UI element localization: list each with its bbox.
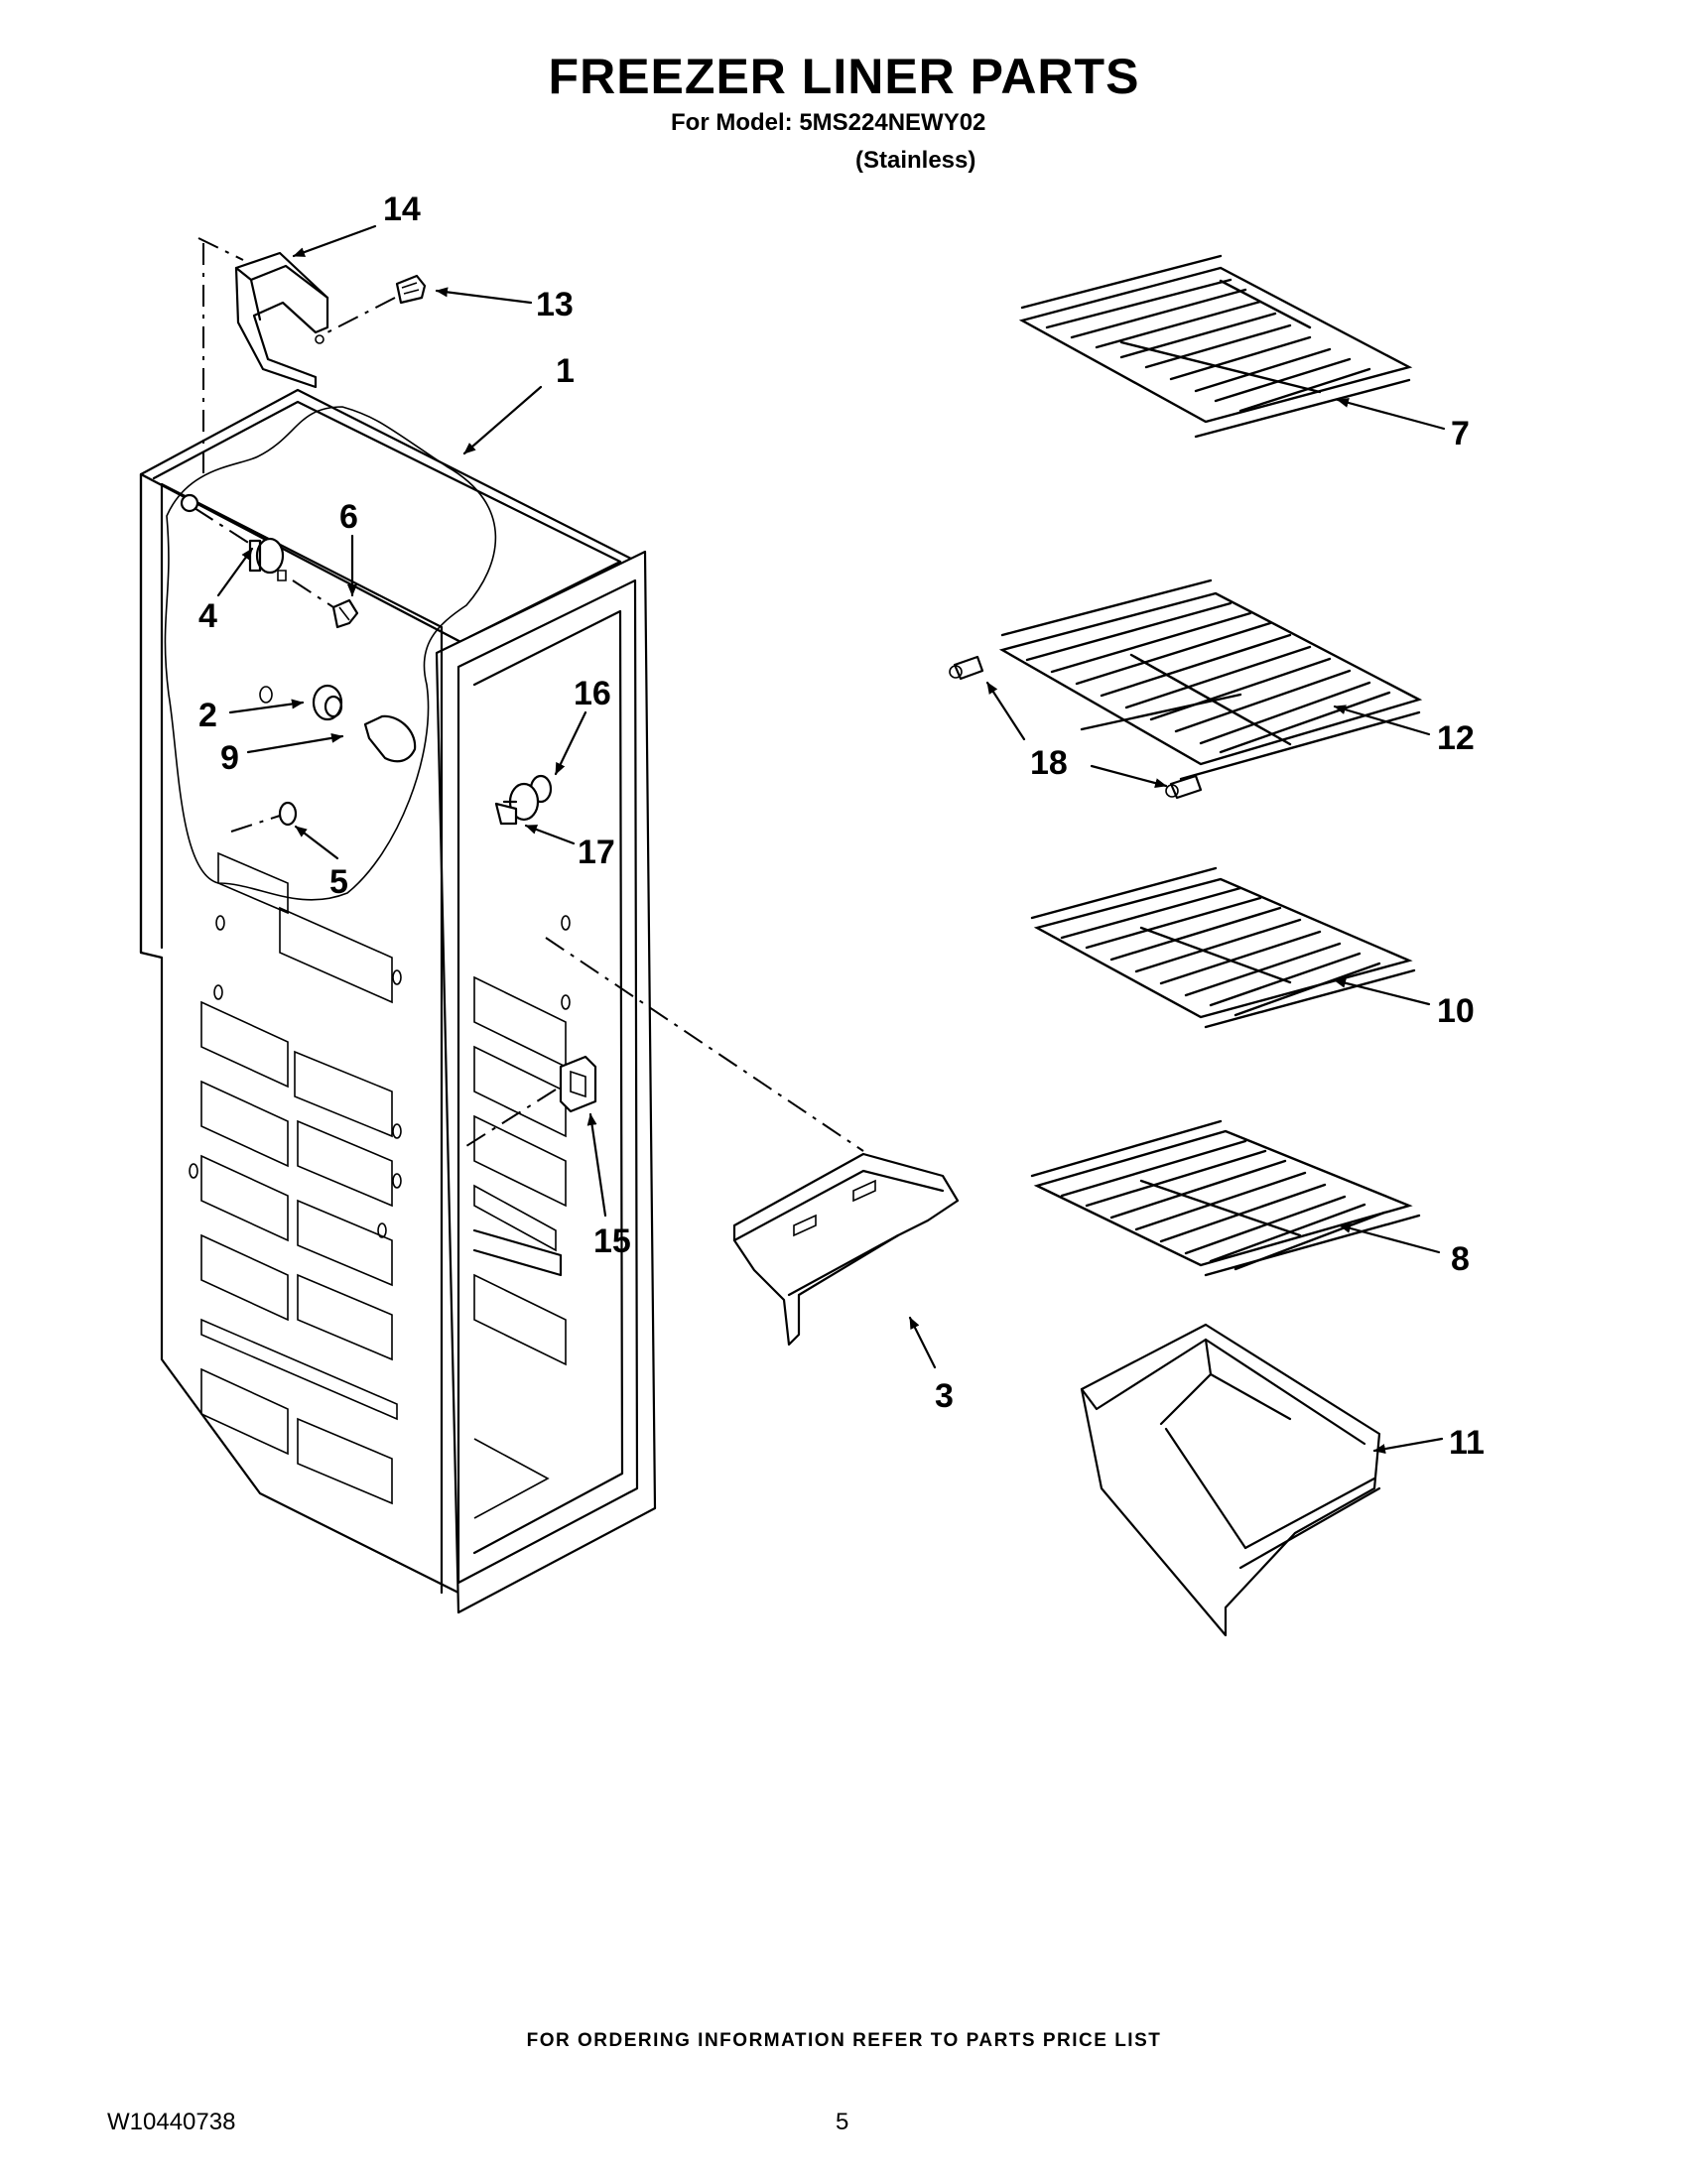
callout-15: 15: [593, 1222, 631, 1260]
callout-2: 2: [198, 697, 217, 734]
model-variant: (Stainless): [855, 147, 976, 174]
ordering-note: FOR ORDERING INFORMATION REFER TO PARTS …: [526, 2030, 1162, 2051]
page-number: 5: [836, 2109, 849, 2135]
fastener-part-5: [278, 801, 298, 827]
callout-4: 4: [198, 597, 217, 635]
wire-shelf-part-8: [1030, 1119, 1421, 1277]
callout-5: 5: [329, 863, 348, 901]
bulb-part-9: [363, 714, 417, 763]
callout-9: 9: [220, 739, 239, 777]
callout-13: 13: [536, 286, 574, 323]
cover-part-3: [732, 1152, 960, 1347]
callout-16: 16: [574, 675, 611, 712]
bracket-part-14: [234, 251, 329, 389]
storage-bin-part-11: [1080, 1323, 1381, 1637]
model-line: For Model: 5MS224NEWY02: [671, 109, 986, 136]
callout-18: 18: [1030, 744, 1068, 782]
switch-part-15: [559, 1055, 597, 1113]
wire-shelf-part-7: [1018, 254, 1413, 439]
document-number: W10440738: [107, 2109, 236, 2135]
wire-shelf-part-12: [998, 578, 1423, 781]
callout-10: 10: [1437, 992, 1475, 1030]
shelf-stud-part-18b: [1165, 774, 1203, 800]
freezer-liner: [139, 388, 657, 1614]
callout-8: 8: [1451, 1240, 1470, 1278]
clip-part-6: [331, 598, 359, 629]
knob-part-17: [494, 802, 518, 826]
leader-lines: [216, 224, 1446, 1455]
page-title: FREEZER LINER PARTS: [548, 49, 1140, 104]
plug-part-4: [180, 493, 285, 575]
callout-14: 14: [383, 191, 421, 228]
callout-11: 11: [1449, 1424, 1485, 1462]
callout-17: 17: [578, 834, 615, 871]
callout-6: 6: [339, 498, 358, 536]
screw-part-13: [395, 274, 427, 305]
callout-12: 12: [1437, 719, 1475, 757]
socket-part-2: [259, 684, 343, 721]
callout-numbers: 14 13 1 6 4 2 9 5 16 17 15 3 7 18 12 10 …: [198, 191, 1485, 1462]
wire-shelf-part-10: [1030, 866, 1416, 1029]
shelf-stud-part-18a: [949, 655, 984, 681]
callout-3: 3: [935, 1377, 954, 1415]
callout-1: 1: [556, 352, 575, 390]
callout-7: 7: [1451, 415, 1470, 452]
